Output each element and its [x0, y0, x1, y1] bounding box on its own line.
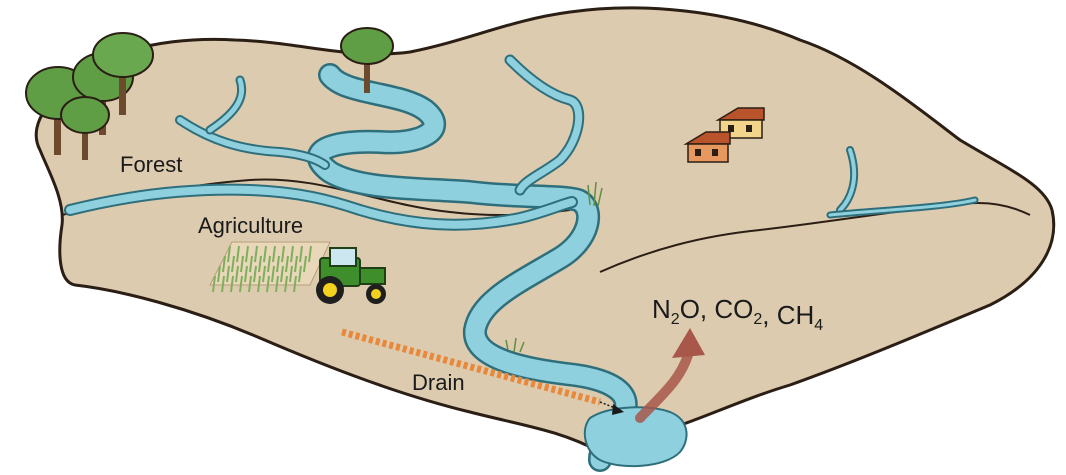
gas-separator-2: ,: [762, 300, 776, 330]
gas-n2o-rest: O: [680, 294, 700, 324]
agriculture-label: Agriculture: [198, 213, 303, 238]
gas-ch4-base: CH: [777, 300, 815, 330]
gas-n2o-base: N: [652, 294, 671, 324]
gas-n2o-sub: 2: [671, 311, 680, 328]
gas-co2-base: CO: [714, 294, 753, 324]
gas-ch4-sub: 4: [814, 317, 823, 334]
gas-separator-1: ,: [700, 294, 714, 324]
forest-label: Forest: [120, 152, 182, 177]
gas-co2-sub: 2: [753, 311, 762, 328]
drain-label: Drain: [412, 370, 465, 395]
